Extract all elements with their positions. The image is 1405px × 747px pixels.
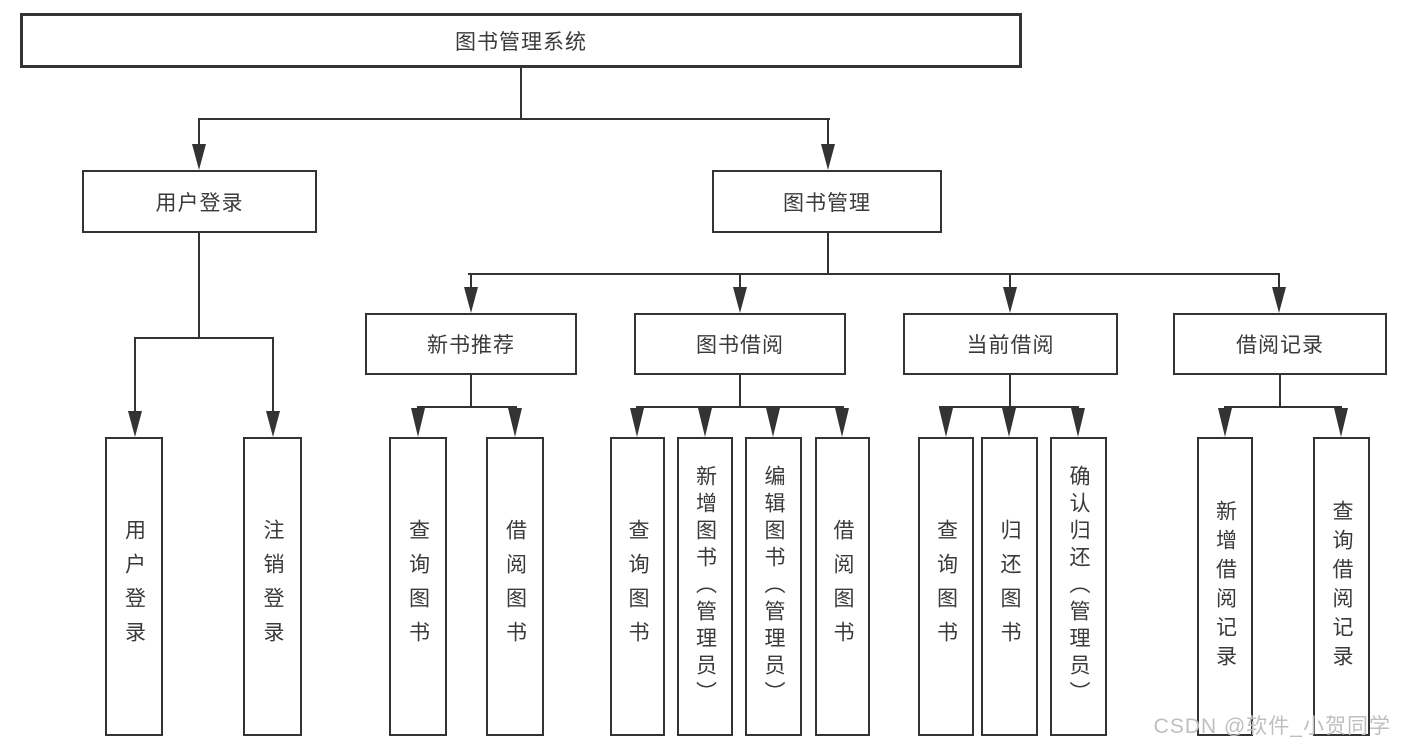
node-new-book-recommend: 新书推荐 bbox=[365, 313, 577, 375]
connector-line bbox=[470, 375, 472, 407]
connector-line bbox=[827, 118, 829, 146]
leaf-label: 新增借阅记录 bbox=[1213, 499, 1237, 674]
node-book-management: 图书管理 bbox=[712, 170, 942, 233]
leaf-label: 借阅图书 bbox=[831, 518, 854, 655]
leaf-label: 用户登录 bbox=[122, 518, 146, 655]
arrow-down-icon bbox=[835, 408, 849, 437]
arrow-down-icon bbox=[766, 408, 780, 437]
connector-line bbox=[134, 337, 136, 413]
connector-line bbox=[827, 233, 829, 275]
connector-line bbox=[739, 375, 741, 407]
arrow-down-icon bbox=[630, 408, 644, 437]
leaf-borrow-books-recommend: 借阅图书 bbox=[486, 437, 544, 736]
connector-line bbox=[520, 68, 522, 120]
connector-line bbox=[468, 273, 1280, 275]
leaf-logout: 注销登录 bbox=[243, 437, 302, 736]
arrow-down-icon bbox=[698, 408, 712, 437]
connector-line bbox=[417, 406, 517, 408]
node-current-borrowing: 当前借阅 bbox=[903, 313, 1118, 375]
arrow-down-icon bbox=[128, 411, 142, 437]
connector-line bbox=[470, 273, 472, 289]
leaf-query-books-recommend: 查询图书 bbox=[389, 437, 447, 736]
watermark: CSDN @软件_小贺同学 bbox=[1153, 715, 1391, 738]
leaf-add-borrow-record: 新增借阅记录 bbox=[1197, 437, 1253, 736]
connector-line bbox=[1224, 406, 1342, 408]
arrow-down-icon bbox=[192, 144, 206, 170]
arrow-down-icon bbox=[733, 287, 747, 313]
leaf-return-books: 归还图书 bbox=[981, 437, 1038, 736]
leaf-label: 确认归还（管理员） bbox=[1067, 465, 1090, 708]
connector-line bbox=[1009, 273, 1011, 289]
arrow-down-icon bbox=[939, 408, 953, 437]
connector-line bbox=[1279, 375, 1281, 407]
leaf-label: 注销登录 bbox=[261, 518, 284, 655]
arrow-down-icon bbox=[266, 411, 280, 437]
leaf-label: 归还图书 bbox=[998, 518, 1021, 655]
leaf-label: 查询图书 bbox=[626, 518, 649, 655]
arrow-down-icon bbox=[411, 408, 425, 437]
leaf-borrow-books-borrowing: 借阅图书 bbox=[815, 437, 870, 736]
node-library-system: 图书管理系统 bbox=[20, 13, 1022, 68]
leaf-label: 查询图书 bbox=[406, 518, 430, 655]
leaf-user-login: 用户登录 bbox=[105, 437, 163, 736]
connector-line bbox=[739, 273, 741, 289]
arrow-down-icon bbox=[508, 408, 522, 437]
connector-line bbox=[272, 337, 274, 413]
node-book-borrowing: 图书借阅 bbox=[634, 313, 846, 375]
leaf-query-books-borrowing: 查询图书 bbox=[610, 437, 665, 736]
arrow-down-icon bbox=[1334, 408, 1348, 437]
connector-line bbox=[198, 118, 830, 120]
leaf-add-book-admin: 新增图书（管理员） bbox=[677, 437, 733, 736]
leaf-query-borrow-record: 查询借阅记录 bbox=[1313, 437, 1370, 736]
arrow-down-icon bbox=[1002, 408, 1016, 437]
connector-line bbox=[198, 118, 200, 146]
connector-line bbox=[1278, 273, 1280, 289]
leaf-label: 编辑图书（管理员） bbox=[762, 465, 785, 708]
leaf-label: 借阅图书 bbox=[503, 518, 527, 655]
leaf-label: 查询借阅记录 bbox=[1330, 499, 1353, 674]
connector-line bbox=[939, 406, 1079, 408]
arrow-down-icon bbox=[821, 144, 835, 170]
connector-line bbox=[134, 337, 274, 339]
leaf-label: 新增图书（管理员） bbox=[693, 465, 717, 708]
leaf-edit-book-admin: 编辑图书（管理员） bbox=[745, 437, 802, 736]
leaf-label: 查询图书 bbox=[934, 518, 958, 655]
leaf-confirm-return-admin: 确认归还（管理员） bbox=[1050, 437, 1107, 736]
connector-line bbox=[198, 233, 200, 337]
arrow-down-icon bbox=[1003, 287, 1017, 313]
connector-line bbox=[1009, 375, 1011, 407]
arrow-down-icon bbox=[1272, 287, 1286, 313]
leaf-query-books-current: 查询图书 bbox=[918, 437, 974, 736]
node-user-login: 用户登录 bbox=[82, 170, 317, 233]
arrow-down-icon bbox=[1071, 408, 1085, 437]
arrow-down-icon bbox=[1218, 408, 1232, 437]
node-borrowing-records: 借阅记录 bbox=[1173, 313, 1387, 375]
arrow-down-icon bbox=[464, 287, 478, 313]
connector-line bbox=[636, 406, 844, 408]
